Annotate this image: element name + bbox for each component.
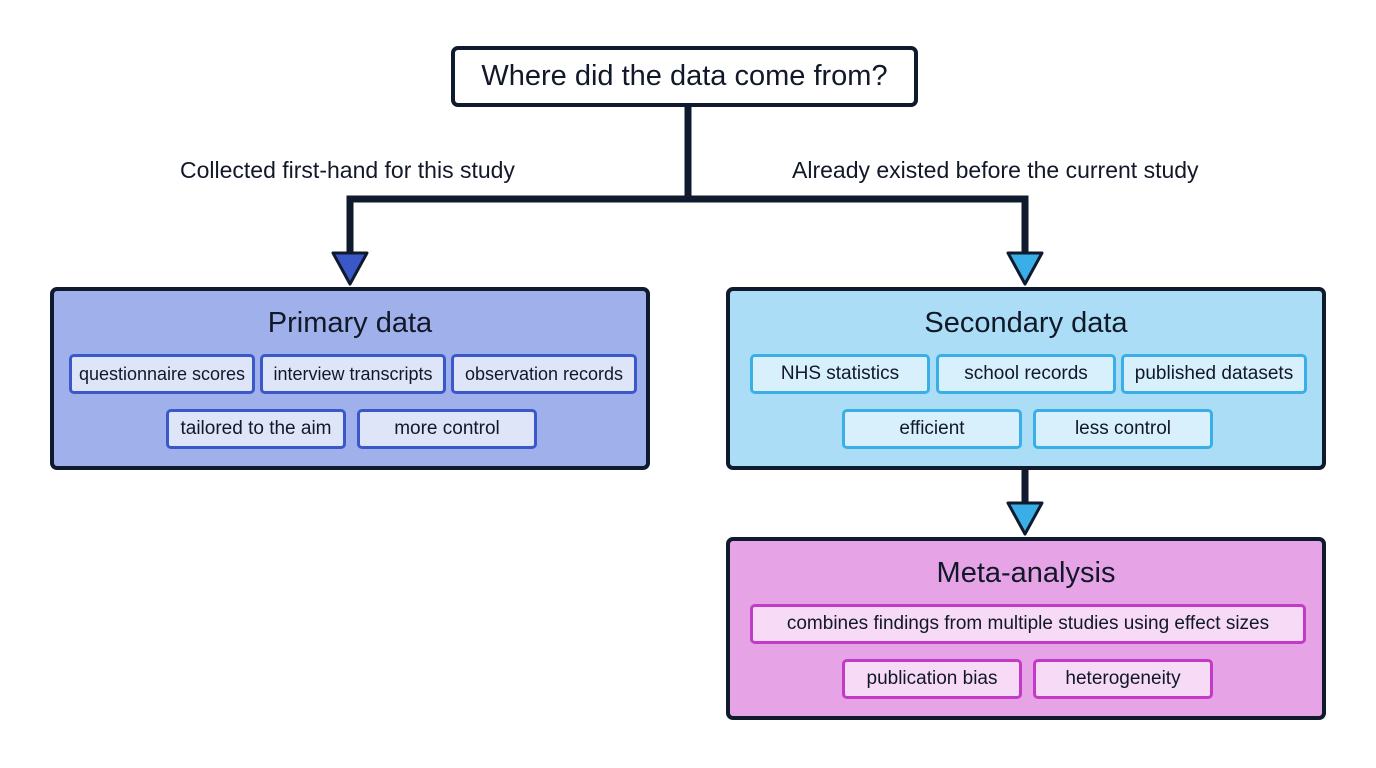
arrow-to-meta-icon <box>1006 501 1044 536</box>
chip-observation-records: observation records <box>451 354 637 394</box>
branch-label-primary: Collected first-hand for this study <box>180 157 515 183</box>
branch-label-secondary: Already existed before the current study <box>792 157 1199 183</box>
chip-school-records: school records <box>936 354 1116 394</box>
chip-published-datasets: published datasets <box>1121 354 1307 394</box>
meta-analysis-panel: Meta-analysis combines findings from mul… <box>726 537 1326 720</box>
primary-data-panel: Primary data questionnaire scores interv… <box>50 287 650 470</box>
chip-publication-bias: publication bias <box>842 659 1022 699</box>
chip-nhs-statistics: NHS statistics <box>750 354 930 394</box>
secondary-data-title: Secondary data <box>924 307 1128 339</box>
root-question-box: Where did the data come from? <box>451 46 918 107</box>
arrow-to-secondary-icon <box>1006 251 1044 286</box>
chip-combines-findings: combines findings from multiple studies … <box>750 604 1306 644</box>
chip-heterogeneity: heterogeneity <box>1033 659 1213 699</box>
secondary-data-panel: Secondary data NHS statistics school rec… <box>726 287 1326 470</box>
root-question: Where did the data come from? <box>481 60 888 92</box>
chip-efficient: efficient <box>842 409 1022 449</box>
chip-less-control: less control <box>1033 409 1213 449</box>
chip-interview-transcripts: interview transcripts <box>260 354 446 394</box>
chip-more-control: more control <box>357 409 537 449</box>
arrow-to-primary-icon <box>331 251 369 286</box>
meta-analysis-title: Meta-analysis <box>936 557 1116 589</box>
chip-tailored-to-the-aim: tailored to the aim <box>166 409 346 449</box>
chip-questionnaire-scores: questionnaire scores <box>69 354 255 394</box>
primary-data-title: Primary data <box>267 307 433 339</box>
